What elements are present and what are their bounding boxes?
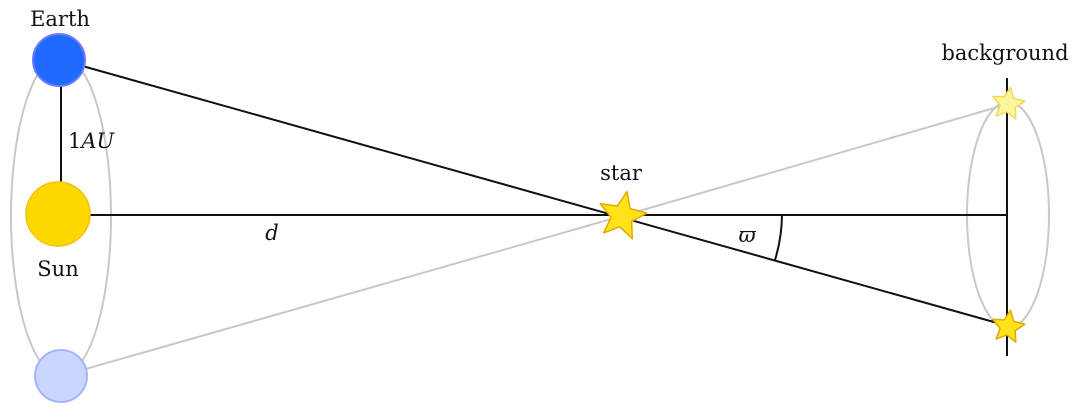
sightline-upper-background — [621, 103, 1009, 217]
sightline-earth — [60, 59, 1009, 327]
sun — [25, 181, 91, 247]
parallax-angle-label: ϖ — [738, 223, 756, 247]
star-label: star — [600, 161, 643, 185]
background-star-top-icon — [992, 86, 1026, 120]
background-star-bottom-icon — [992, 309, 1026, 343]
star-icon — [599, 190, 648, 240]
au-number: 1 — [68, 129, 81, 153]
distance-label: d — [265, 221, 278, 245]
background-label: background — [941, 41, 1068, 65]
sun-label: Sun — [37, 257, 78, 281]
sightline-lower-earth — [60, 215, 623, 377]
earth-faded — [34, 349, 88, 403]
au-unit: AU — [79, 129, 115, 153]
parallax-angle-arc — [774, 214, 783, 261]
earth — [32, 33, 86, 87]
earth-label: Earth — [30, 7, 90, 31]
au-label: 1AU — [68, 129, 116, 153]
